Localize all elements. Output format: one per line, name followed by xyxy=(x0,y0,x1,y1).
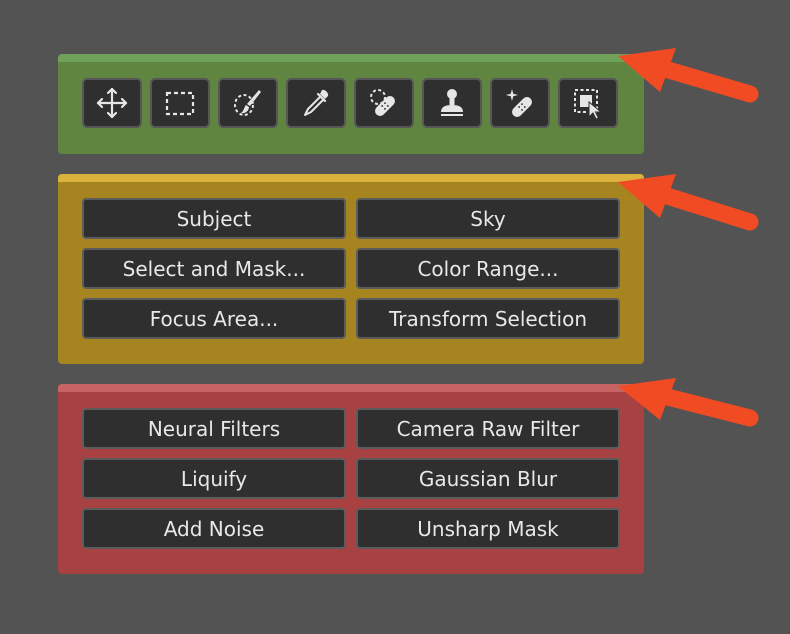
transform-selection-tool-button[interactable] xyxy=(558,78,618,128)
arrow-icon xyxy=(618,48,759,103)
spot-healing-tool-button[interactable] xyxy=(354,78,414,128)
pointer-arrow-tools xyxy=(618,42,759,103)
tools-row xyxy=(82,78,618,128)
eyedropper-tool-button[interactable] xyxy=(286,78,346,128)
select-buttons-grid: Subject Sky Select and Mask... Color Ran… xyxy=(82,198,620,339)
arrow-icon xyxy=(618,378,759,427)
gaussian-blur-button[interactable]: Gaussian Blur xyxy=(356,458,620,499)
transform-selection-icon xyxy=(574,89,603,120)
select-panel: Subject Sky Select and Mask... Color Ran… xyxy=(58,174,644,364)
select-subject-button[interactable]: Subject xyxy=(82,198,346,239)
select-sky-button[interactable]: Sky xyxy=(356,198,620,239)
liquify-button[interactable]: Liquify xyxy=(82,458,346,499)
filters-panel: Neural Filters Camera Raw Filter Liquify… xyxy=(58,384,644,574)
marquee-icon xyxy=(165,91,195,116)
add-noise-button[interactable]: Add Noise xyxy=(82,508,346,549)
panel-header-strip[interactable] xyxy=(58,384,644,392)
color-range-button[interactable]: Color Range... xyxy=(356,248,620,289)
neural-filters-button[interactable]: Neural Filters xyxy=(82,408,346,449)
pointer-arrow-filters xyxy=(618,374,759,434)
transform-selection-button[interactable]: Transform Selection xyxy=(356,298,620,339)
select-and-mask-button[interactable]: Select and Mask... xyxy=(82,248,346,289)
unsharp-mask-button[interactable]: Unsharp Mask xyxy=(356,508,620,549)
panel-header-strip[interactable] xyxy=(58,174,644,182)
camera-raw-filter-button[interactable]: Camera Raw Filter xyxy=(356,408,620,449)
filters-buttons-grid: Neural Filters Camera Raw Filter Liquify… xyxy=(82,408,620,549)
arrow-icon xyxy=(618,174,759,231)
focus-area-button[interactable]: Focus Area... xyxy=(82,298,346,339)
quick-selection-tool-button[interactable] xyxy=(218,78,278,128)
quick-selection-brush-icon xyxy=(234,90,261,116)
move-tool-button[interactable] xyxy=(82,78,142,128)
spot-healing-bandage-icon xyxy=(370,89,395,116)
clone-stamp-tool-button[interactable] xyxy=(422,78,482,128)
move-icon xyxy=(96,87,128,119)
healing-brush-tool-button[interactable] xyxy=(490,78,550,128)
tools-panel xyxy=(58,54,644,154)
healing-bandage-sparkle-icon xyxy=(506,89,532,117)
eyedropper-icon xyxy=(304,89,329,116)
marquee-tool-button[interactable] xyxy=(150,78,210,128)
pointer-arrow-select xyxy=(618,168,759,231)
clone-stamp-icon xyxy=(441,89,463,116)
panel-header-strip[interactable] xyxy=(58,54,644,62)
